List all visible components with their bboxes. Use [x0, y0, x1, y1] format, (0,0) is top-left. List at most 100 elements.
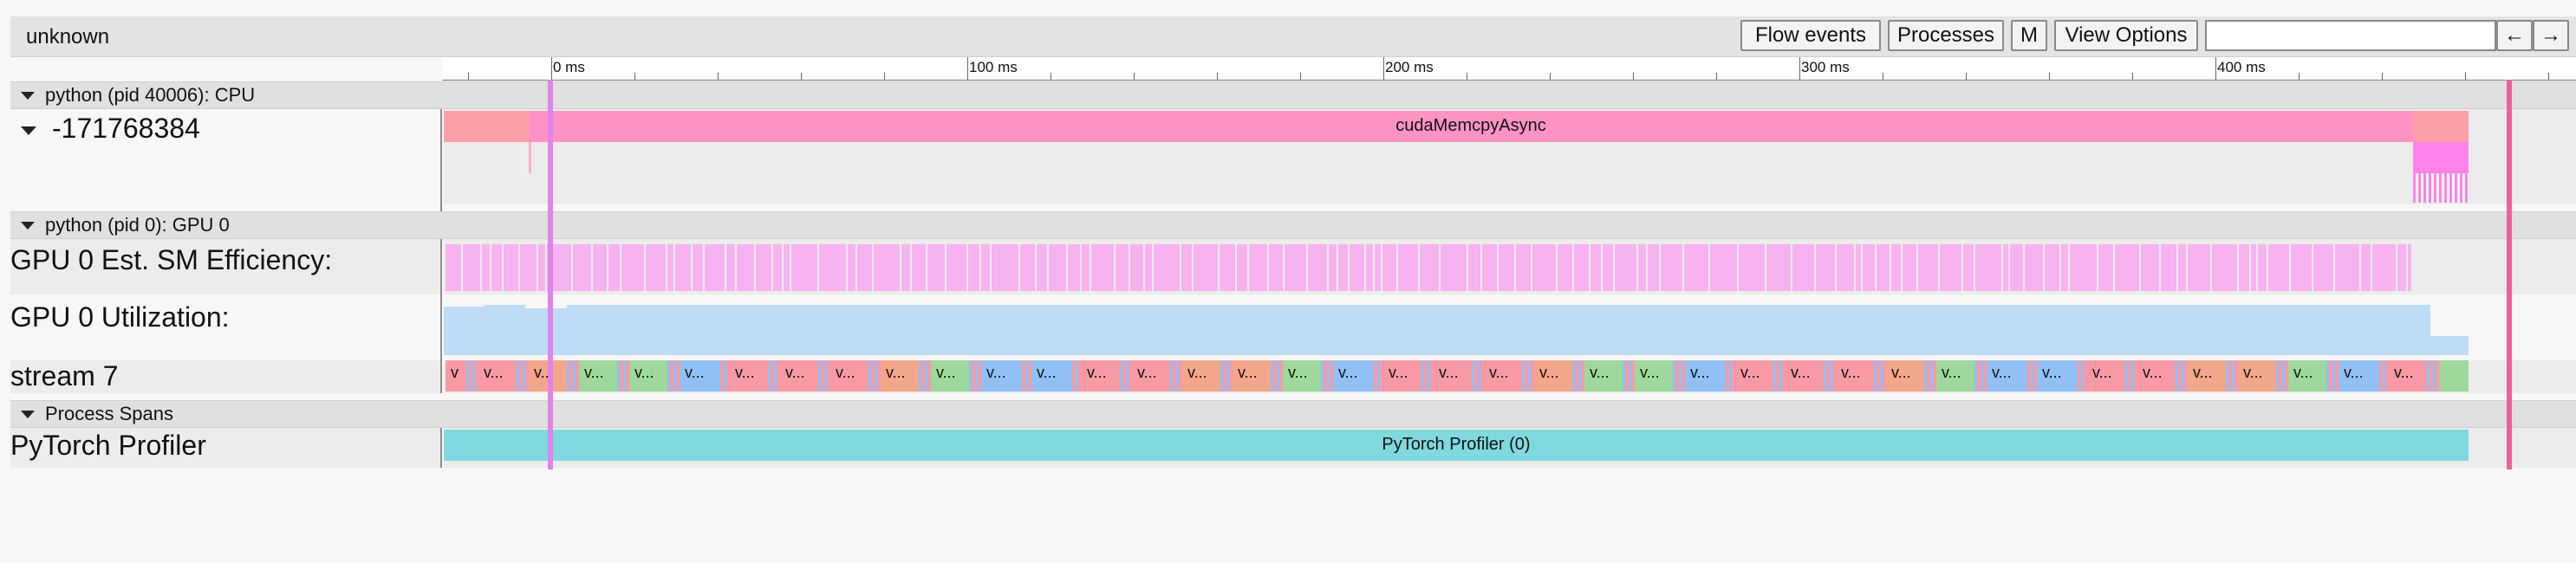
sm-efficiency-bar[interactable] [819, 244, 846, 291]
sm-efficiency-bar[interactable] [2188, 244, 2210, 291]
sm-efficiency-bar[interactable] [791, 244, 817, 291]
flow-events-button[interactable]: Flow events [1740, 20, 1881, 51]
sm-efficiency-bar[interactable] [608, 244, 620, 291]
kernel-sliver[interactable] [2075, 360, 2087, 392]
sm-efficiency-bar[interactable] [1020, 244, 1035, 291]
kernel-sliver[interactable] [1220, 360, 1233, 392]
sm-efficiency-bar[interactable] [2061, 244, 2068, 291]
sm-efficiency-bar[interactable] [693, 244, 703, 291]
sm-efficiency-bar[interactable] [463, 244, 480, 291]
sm-efficiency-bar[interactable] [1049, 244, 1066, 291]
sm-efficiency-bar[interactable] [1145, 244, 1152, 291]
cpu-slice[interactable] [444, 111, 529, 142]
cuda-memcpy-slice[interactable]: cudaMemcpyAsync [529, 111, 2413, 142]
sm-efficiency-bar[interactable] [1285, 244, 1306, 291]
kernel-slice[interactable]: v... [2087, 360, 2125, 392]
kernel-sliver[interactable] [1974, 360, 1987, 392]
sm-efficiency-bar[interactable] [1130, 244, 1143, 291]
sm-efficiency-bar[interactable] [520, 244, 537, 291]
sm-efficiency-bar[interactable] [901, 244, 910, 291]
sm-efficiency-bar[interactable] [2397, 244, 2406, 291]
sm-efficiency-bar[interactable] [1382, 244, 1396, 291]
sm-efficiency-bar[interactable] [1877, 244, 1890, 291]
kernel-sliver[interactable] [768, 360, 780, 392]
kernel-sliver[interactable] [1824, 360, 1836, 392]
kernel-sliver[interactable] [1673, 360, 1685, 392]
search-input[interactable] [2205, 20, 2496, 51]
kernel-sliver[interactable] [567, 360, 579, 392]
sm-efficiency-bar[interactable] [2361, 244, 2371, 291]
kernel-sliver[interactable] [2176, 360, 2188, 392]
kernel-slice[interactable]: v... [1735, 360, 1773, 392]
sm-efficiency-bar[interactable] [593, 244, 607, 291]
time-ruler[interactable]: 0 ms 100 ms 200 ms 300 ms 400 ms [442, 57, 2576, 81]
sm-efficiency-bar[interactable] [2239, 244, 2249, 291]
metadata-button[interactable]: M [2011, 20, 2047, 51]
sm-efficiency-bar[interactable] [1739, 244, 1765, 291]
sm-efficiency-bar[interactable] [992, 244, 1018, 291]
child-slice[interactable] [2413, 142, 2469, 173]
kernel-sliver[interactable] [2326, 360, 2339, 392]
kernel-slice[interactable]: v... [1836, 360, 1874, 392]
sm-efficiency-bar[interactable] [1603, 244, 1613, 291]
sm-efficiency-bar[interactable] [1863, 244, 1875, 291]
kernel-slice[interactable]: v... [1233, 360, 1271, 392]
kernel-sliver[interactable] [1773, 360, 1786, 392]
sm-efficiency-bar[interactable] [1891, 244, 1901, 291]
sm-efficiency-bar[interactable] [1037, 244, 1047, 291]
sm-efficiency-bar[interactable] [1856, 244, 1861, 291]
kernel-slice[interactable]: v... [1132, 360, 1170, 392]
sm-efficiency-bar[interactable] [2268, 244, 2289, 291]
sm-efficiency-bar[interactable] [538, 244, 545, 291]
sm-efficiency-bar[interactable] [667, 244, 673, 291]
next-arrow-button[interactable]: → [2533, 20, 2569, 51]
sm-efficiency-bar[interactable] [1766, 244, 1791, 291]
sm-efficiency-bar[interactable] [756, 244, 771, 291]
sm-efficiency-bar[interactable] [1816, 244, 1835, 291]
sm-efficiency-bar[interactable] [726, 244, 735, 291]
sm-efficiency-bar[interactable] [1661, 244, 1682, 291]
sm-efficiency-bar[interactable] [1154, 244, 1180, 291]
sm-efficiency-bar[interactable] [1441, 244, 1467, 291]
kernel-slice[interactable]: v... [579, 360, 617, 392]
sm-efficiency-bar[interactable] [573, 244, 591, 291]
sm-efficiency-bar[interactable] [1710, 244, 1737, 291]
kernel-sliver[interactable] [1321, 360, 1333, 392]
sm-efficiency-bar[interactable] [1068, 244, 1080, 291]
sm-efficiency-bar[interactable] [2258, 244, 2267, 291]
sm-efficiency-bar[interactable] [1499, 244, 1514, 291]
sm-efficiency-bar[interactable] [1220, 244, 1235, 291]
kernel-sliver[interactable] [1572, 360, 1584, 392]
sm-efficiency-bar[interactable] [446, 244, 461, 291]
kernel-slice[interactable]: v... [931, 360, 969, 392]
sm-efficiency-bar[interactable] [504, 244, 518, 291]
kernel-slice[interactable]: v... [2339, 360, 2377, 392]
sm-efficiency-bar[interactable] [2070, 244, 2097, 291]
kernel-slice[interactable]: v... [1786, 360, 1824, 392]
kernel-slice[interactable]: v... [1635, 360, 1673, 392]
kernel-slice[interactable]: v... [1434, 360, 1472, 392]
sm-efficiency-bar[interactable] [1091, 244, 1114, 291]
kernel-slice[interactable]: v... [2288, 360, 2326, 392]
sm-efficiency-bar[interactable] [2025, 244, 2043, 291]
sm-efficiency-bar[interactable] [1975, 244, 2001, 291]
kernel-slice[interactable]: v... [1584, 360, 1623, 392]
sm-efficiency-bar[interactable] [1590, 244, 1601, 291]
kernel-sliver[interactable] [1623, 360, 1635, 392]
kernel-sliver[interactable] [1472, 360, 1484, 392]
sm-efficiency-bar[interactable] [2335, 244, 2359, 291]
kernel-sliver[interactable] [868, 360, 881, 392]
sm-efficiency-bar[interactable] [1338, 244, 1348, 291]
sm-efficiency-bar[interactable] [482, 244, 490, 291]
kernel-sliver[interactable] [1019, 360, 1031, 392]
kernel-sliver[interactable] [2427, 360, 2439, 392]
kernel-slice[interactable]: v... [1685, 360, 1723, 392]
sm-efficiency-bar[interactable] [1116, 244, 1129, 291]
range-start-marker[interactable] [548, 80, 553, 469]
kernel-slice[interactable]: v... [2137, 360, 2176, 392]
sm-efficiency-bar[interactable] [1918, 244, 1938, 291]
sm-efficiency-bar[interactable] [857, 244, 872, 291]
sm-efficiency-bar[interactable] [968, 244, 979, 291]
sm-efficiency-bar[interactable] [2408, 244, 2411, 291]
kernel-slice[interactable]: v... [2238, 360, 2276, 392]
